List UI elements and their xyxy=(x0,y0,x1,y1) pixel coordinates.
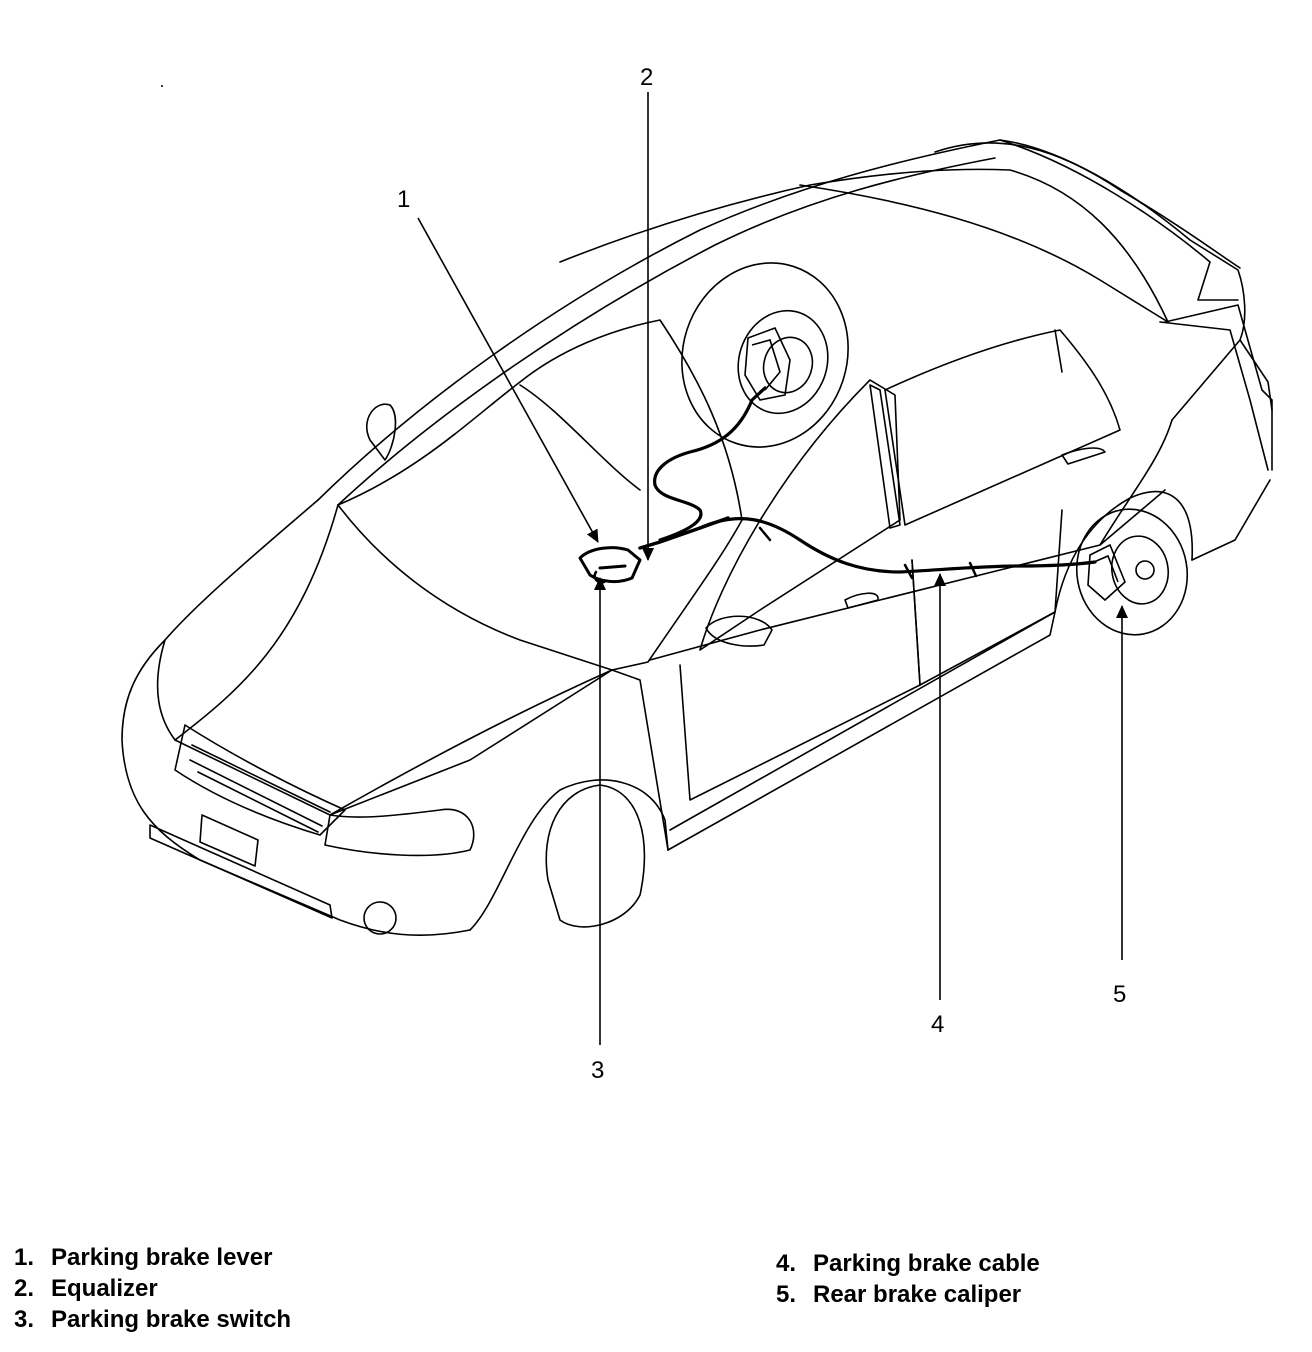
legend-number: 1. xyxy=(14,1244,35,1271)
callout-4: 4 xyxy=(931,1011,944,1038)
right-rear-wheel xyxy=(1075,508,1189,636)
callout-2: 2 xyxy=(640,64,653,91)
legend-number: 4. xyxy=(776,1250,797,1277)
hood xyxy=(156,499,613,816)
right-rear-caliper xyxy=(1087,543,1126,602)
parking-brake-assembly xyxy=(578,386,1097,584)
legend-number: 3. xyxy=(14,1306,35,1333)
legend-item: 3. Parking brake switch xyxy=(14,1304,291,1335)
leader-1 xyxy=(417,217,599,543)
parking-brake-cable-right xyxy=(698,517,1097,574)
front-side-window xyxy=(699,379,901,651)
door-sill xyxy=(667,611,1056,851)
callout-1: 1 xyxy=(397,186,410,213)
grille xyxy=(174,724,346,836)
legend-label: Parking brake cable xyxy=(813,1250,1040,1277)
legend-label: Equalizer xyxy=(51,1275,158,1302)
legend-item: 1. Parking brake lever xyxy=(14,1242,291,1273)
b-pillar xyxy=(869,384,901,529)
license-plate xyxy=(199,814,259,867)
rear-door xyxy=(911,509,1063,686)
wiper xyxy=(519,384,641,491)
windshield xyxy=(337,504,743,671)
callout-3: 3 xyxy=(591,1057,604,1084)
door-handle-front xyxy=(844,592,879,609)
left-rear-wheel xyxy=(681,262,849,448)
legend-item: 4. Parking brake cable xyxy=(776,1248,1040,1279)
fog-lamp xyxy=(363,901,397,935)
roof-inner-edge xyxy=(337,157,996,506)
roof-outline xyxy=(317,139,1273,501)
front-wheel-arch xyxy=(469,779,669,931)
cable-to-left-rear xyxy=(653,386,767,542)
legend-right: 4. Parking brake cable 5. Rear brake calip… xyxy=(776,1248,1040,1310)
legend-number: 5. xyxy=(776,1281,797,1308)
left-mirror xyxy=(365,403,397,461)
trunk-lid xyxy=(1164,304,1273,471)
front-door xyxy=(679,559,921,801)
callout-leaders xyxy=(417,92,1128,1045)
side-mirror-right xyxy=(705,615,773,647)
lower-grille xyxy=(149,824,333,919)
roof-panel xyxy=(559,168,1169,323)
front-bumper xyxy=(121,639,471,936)
front-wheel xyxy=(545,784,646,928)
legend-label: Parking brake switch xyxy=(51,1306,292,1333)
hood-crease xyxy=(174,504,339,741)
headlight xyxy=(324,808,475,857)
legend-label: Rear brake caliper xyxy=(813,1281,1022,1308)
spoiler xyxy=(934,142,1241,269)
legend-item: 2. Equalizer xyxy=(14,1273,291,1304)
legend-number: 2. xyxy=(14,1275,35,1302)
belt-line xyxy=(649,489,1166,661)
car-outline xyxy=(121,139,1273,936)
left-rear-caliper xyxy=(744,326,791,401)
parking-brake-lever-shape xyxy=(578,546,642,584)
legend-left: 1. Parking brake lever 2. Equalizer 3. Park… xyxy=(14,1242,291,1335)
legend-label: Parking brake lever xyxy=(51,1244,273,1271)
door-handle-rear xyxy=(1061,447,1106,465)
legend-item: 5. Rear brake caliper xyxy=(776,1279,1040,1310)
roof-crease xyxy=(799,184,1169,323)
rear-side-window xyxy=(884,329,1121,526)
callout-5: 5 xyxy=(1113,981,1126,1008)
